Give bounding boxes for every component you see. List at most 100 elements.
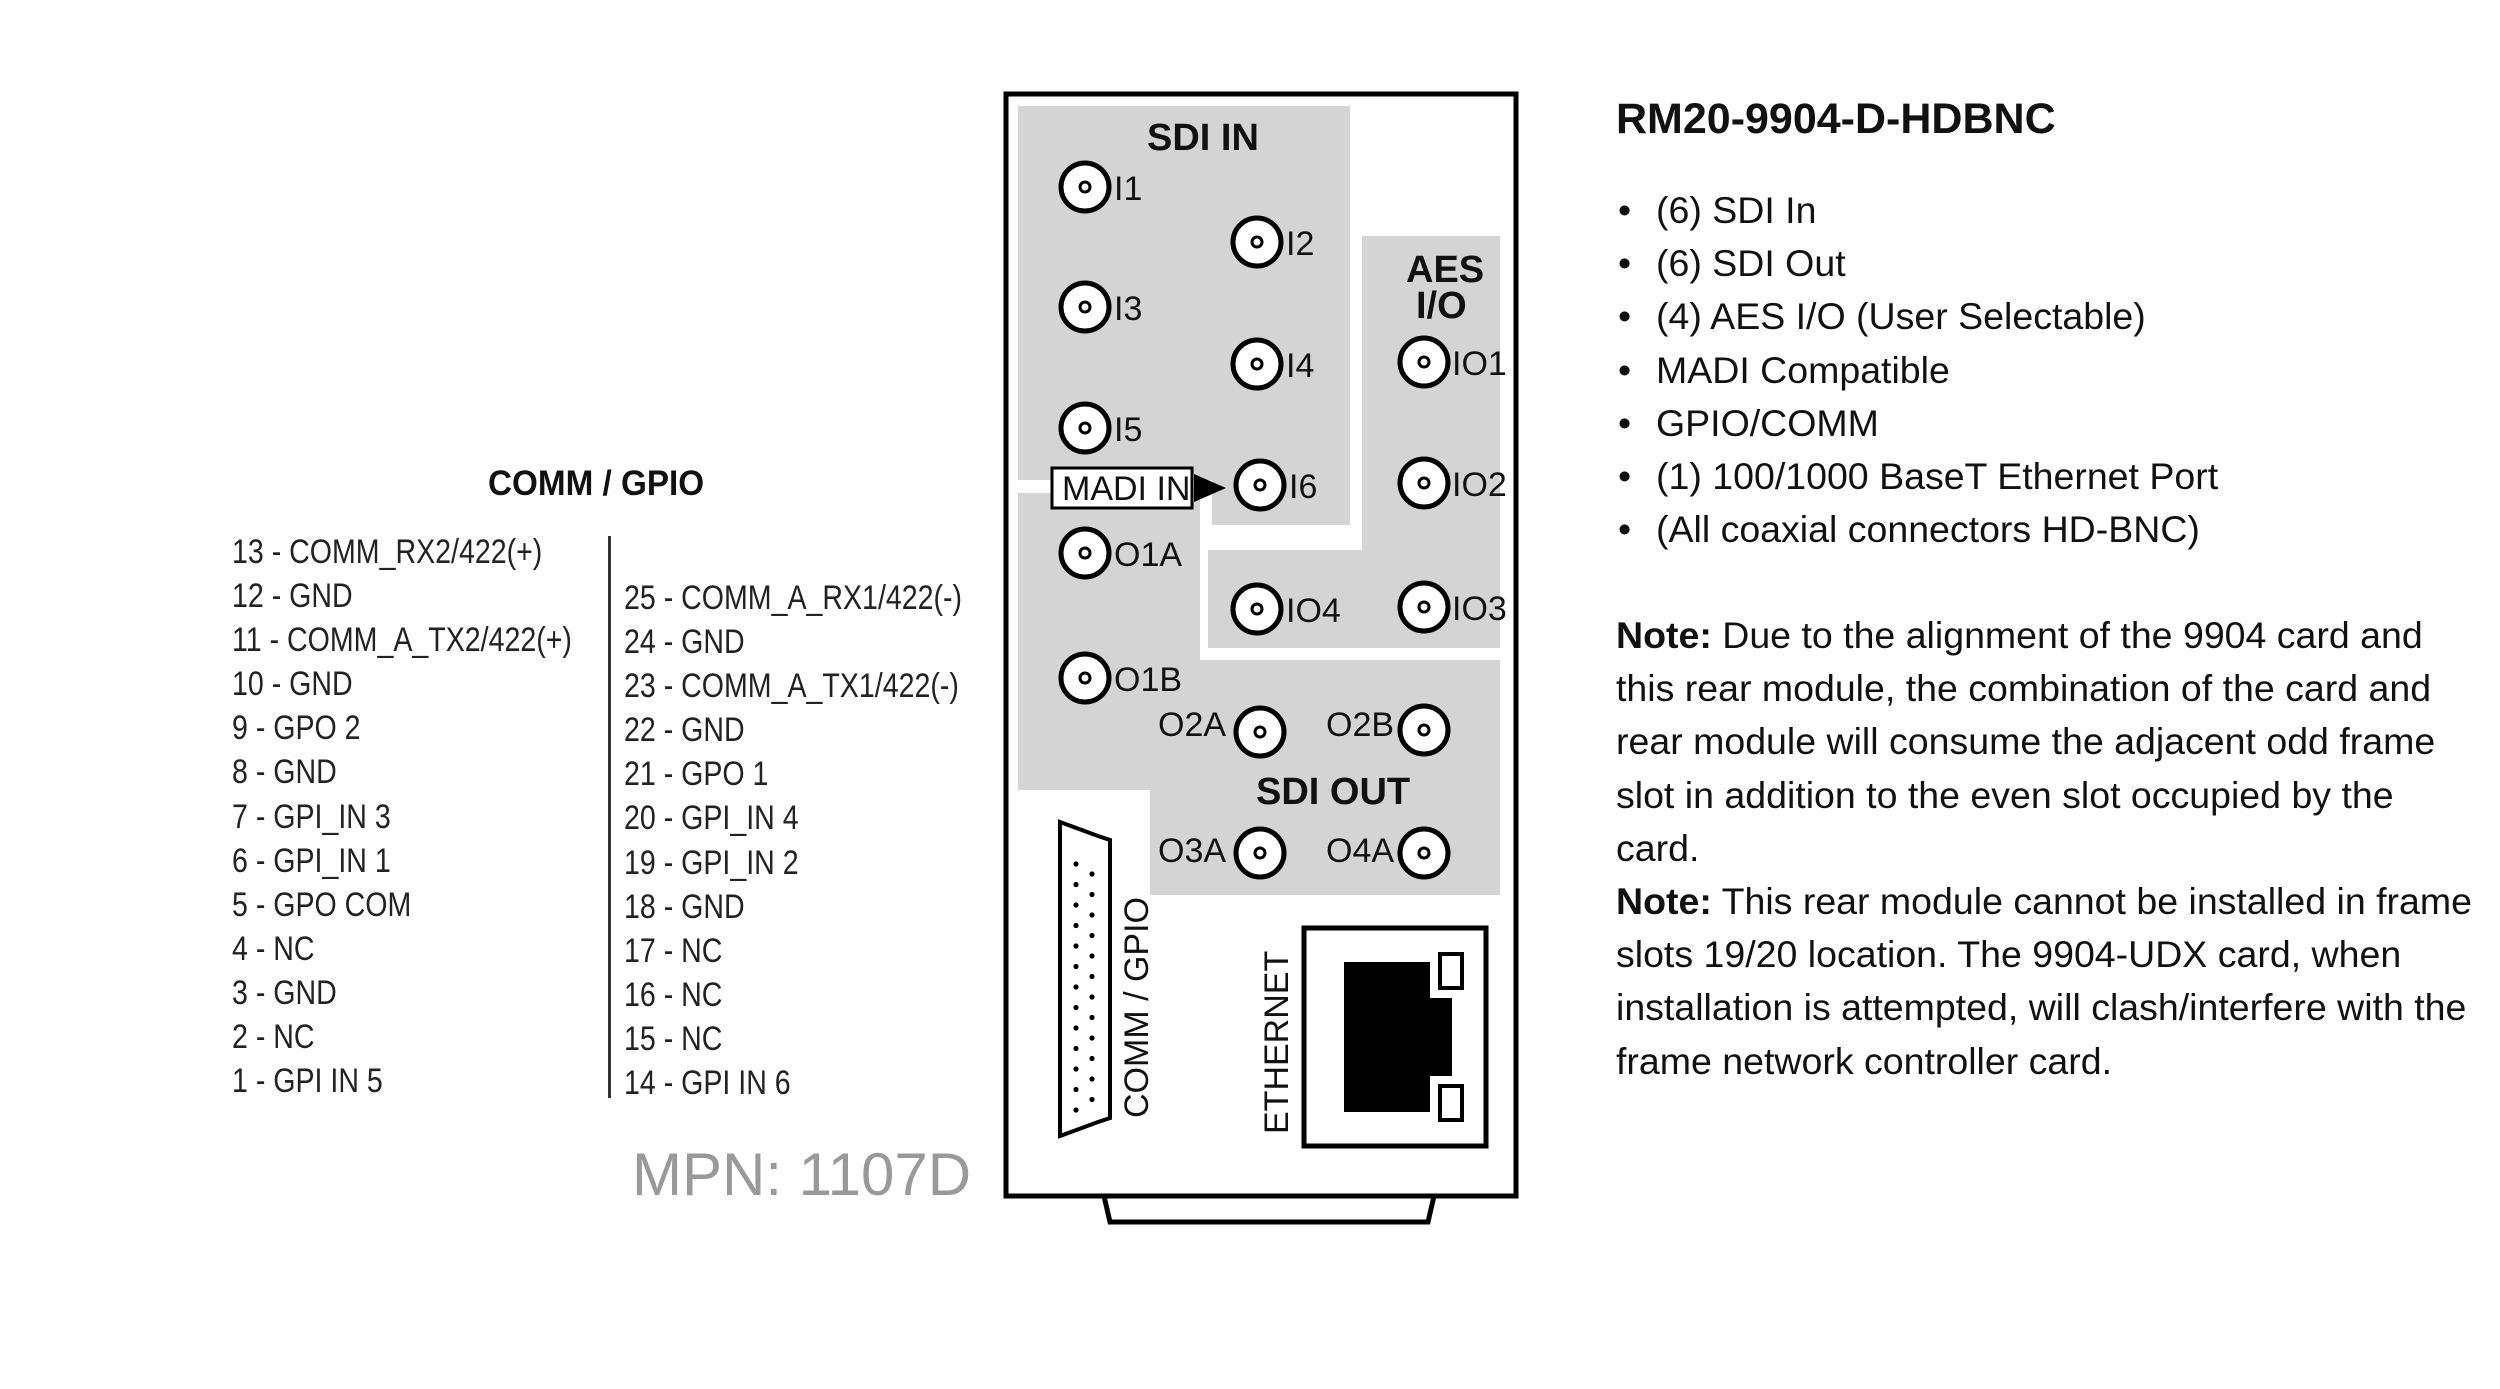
pin-entry: 1 - GPI IN 5 [232, 1062, 383, 1101]
pin-entry: 2 - NC [232, 1018, 315, 1057]
label-o2b: O2B [1326, 706, 1394, 744]
feature-item: (All coaxial connectors HD-BNC) [1616, 503, 2218, 556]
label-io4: IO4 [1286, 592, 1341, 630]
pin-entry: 23 - COMM_A_TX1/422(-) [624, 667, 959, 706]
pin-entry: 7 - GPI_IN 3 [232, 797, 391, 836]
pin-entry: 19 - GPI_IN 2 [624, 843, 799, 882]
feature-item: (6) SDI In [1616, 184, 2218, 237]
note-paragraph: Note: This rear module cannot be install… [1616, 875, 2486, 1088]
aes-title-line2: I/O [1416, 285, 1467, 327]
sdi-in-title: SDI IN [1147, 117, 1259, 159]
ethernet-led-top [1438, 952, 1464, 990]
db25-pins [1073, 861, 1095, 1113]
note-label: Note: [1616, 880, 1712, 923]
label-i5: I5 [1114, 411, 1142, 449]
pin-entry: 11 - COMM_A_TX2/422(+) [232, 621, 572, 660]
madi-in-box [1050, 466, 1194, 510]
note-text: Due to the alignment of the 9904 card an… [1616, 614, 2436, 869]
pin-entry: 15 - NC [624, 1019, 723, 1058]
db25-pin-dot [1089, 932, 1095, 939]
feature-item: GPIO/COMM [1616, 397, 2218, 450]
db25-pin-dot [1073, 922, 1079, 929]
pin-entry: 5 - GPO COM [232, 885, 412, 924]
label-i2: I2 [1286, 225, 1314, 263]
label-o2a: O2A [1158, 706, 1226, 744]
pinout-title: COMM / GPIO [488, 464, 705, 503]
pin-entry: 13 - COMM_RX2/422(+) [232, 533, 543, 571]
db25-pin-dot [1089, 891, 1095, 898]
madi-in-label: MADI IN [1062, 470, 1190, 508]
db25-pin-dot [1073, 1004, 1079, 1011]
db25-pin-dot [1073, 1066, 1079, 1072]
pin-entry: 9 - GPO 2 [232, 709, 361, 748]
pin-entry: 25 - COMM_A_RX1/422(-) [624, 579, 963, 617]
db25-pin-dot [1089, 1055, 1095, 1062]
db25-pin-dot [1073, 1086, 1079, 1093]
pin-entry: 14 - GPI IN 6 [624, 1064, 791, 1103]
notes-block: Note: Due to the alignment of the 9904 c… [1616, 609, 2486, 1088]
db25-pin-dot [1089, 1076, 1095, 1082]
note-paragraph: Note: Due to the alignment of the 9904 c… [1616, 609, 2486, 875]
db25-pin-dot [1089, 994, 1095, 1000]
pin-divider [608, 536, 611, 1098]
panel-bottom-tab [1101, 1195, 1437, 1225]
pin-entry: 17 - NC [624, 931, 723, 970]
db25-pin-dot [1089, 1014, 1095, 1021]
note-label: Note: [1616, 614, 1712, 656]
sdi-out-title: SDI OUT [1256, 771, 1410, 813]
label-o1a: O1A [1114, 536, 1182, 574]
label-i4: I4 [1286, 347, 1314, 385]
pin-entry: 4 - NC [232, 929, 315, 968]
label-io1: IO1 [1452, 345, 1507, 383]
label-o4a: O4A [1326, 832, 1394, 870]
db25-pin-dot [1089, 912, 1095, 918]
label-o1b: O1B [1114, 661, 1182, 699]
feature-item: (6) SDI Out [1616, 237, 2218, 290]
pin-entry: 21 - GPO 1 [624, 755, 769, 794]
db25-pin-dot [1089, 953, 1095, 959]
pin-entry: 16 - NC [624, 975, 723, 1014]
bnc-centers [1078, 180, 1431, 860]
label-o3a: O3A [1158, 832, 1226, 870]
db25-pin-dot [1073, 1045, 1079, 1052]
db25-pin-dot [1073, 902, 1079, 908]
label-i1: I1 [1114, 170, 1142, 208]
ethernet-led-bottom [1438, 1084, 1464, 1122]
pin-list-right: 25 - COMM_A_RX1/422(-) 24 - GND 23 - COMM_… [624, 576, 962, 1105]
feature-list: (6) SDI In(6) SDI Out(4) AES I/O (User S… [1616, 184, 2218, 557]
product-title: RM20-9904-D-HDBNC [1616, 95, 2056, 143]
db25-pin-dot [1073, 984, 1079, 990]
label-i6: I6 [1289, 468, 1317, 506]
db25-pin-dot [1089, 1096, 1095, 1103]
bnc-connectors [1058, 160, 1451, 880]
db25-pin-dot [1073, 963, 1079, 970]
rj45-jack-icon [1344, 962, 1452, 1112]
pin-entry: 12 - GND [232, 577, 353, 616]
db25-pin-dot [1089, 973, 1095, 980]
aes-title-line1: AES [1406, 249, 1484, 291]
label-i3: I3 [1114, 290, 1142, 328]
label-io2: IO2 [1452, 466, 1507, 504]
feature-item: MADI Compatible [1616, 344, 2218, 397]
pin-list-left: 13 - COMM_RX2/422(+) 12 - GND 11 - COMM_A_… [232, 530, 572, 1103]
pin-entry: 24 - GND [624, 623, 745, 662]
pin-entry: 10 - GND [232, 665, 353, 704]
note-text: This rear module cannot be installed in … [1616, 880, 2472, 1082]
pin-entry: 8 - GND [232, 753, 337, 792]
db25-pin-dot [1073, 1025, 1079, 1031]
pin-entry: 6 - GPI_IN 1 [232, 841, 391, 880]
sdi-out-region [1018, 493, 1500, 895]
db25-pin-dot [1073, 861, 1079, 867]
db25-pin-dot [1089, 1035, 1095, 1041]
feature-item: (1) 100/1000 BaseT Ethernet Port [1616, 450, 2218, 503]
comm-gpio-label: COMM / GPIO [1118, 897, 1156, 1118]
madi-arrow-icon [1194, 474, 1226, 502]
pin-entry: 18 - GND [624, 887, 745, 926]
db25-pin-dot [1073, 1107, 1079, 1113]
label-io3: IO3 [1452, 590, 1507, 628]
db25-pin-dot [1089, 871, 1095, 877]
pin-entry: 3 - GND [232, 973, 337, 1012]
mpn-label: MPN: 1107D [632, 1141, 972, 1208]
db25-connector [1058, 819, 1112, 1139]
